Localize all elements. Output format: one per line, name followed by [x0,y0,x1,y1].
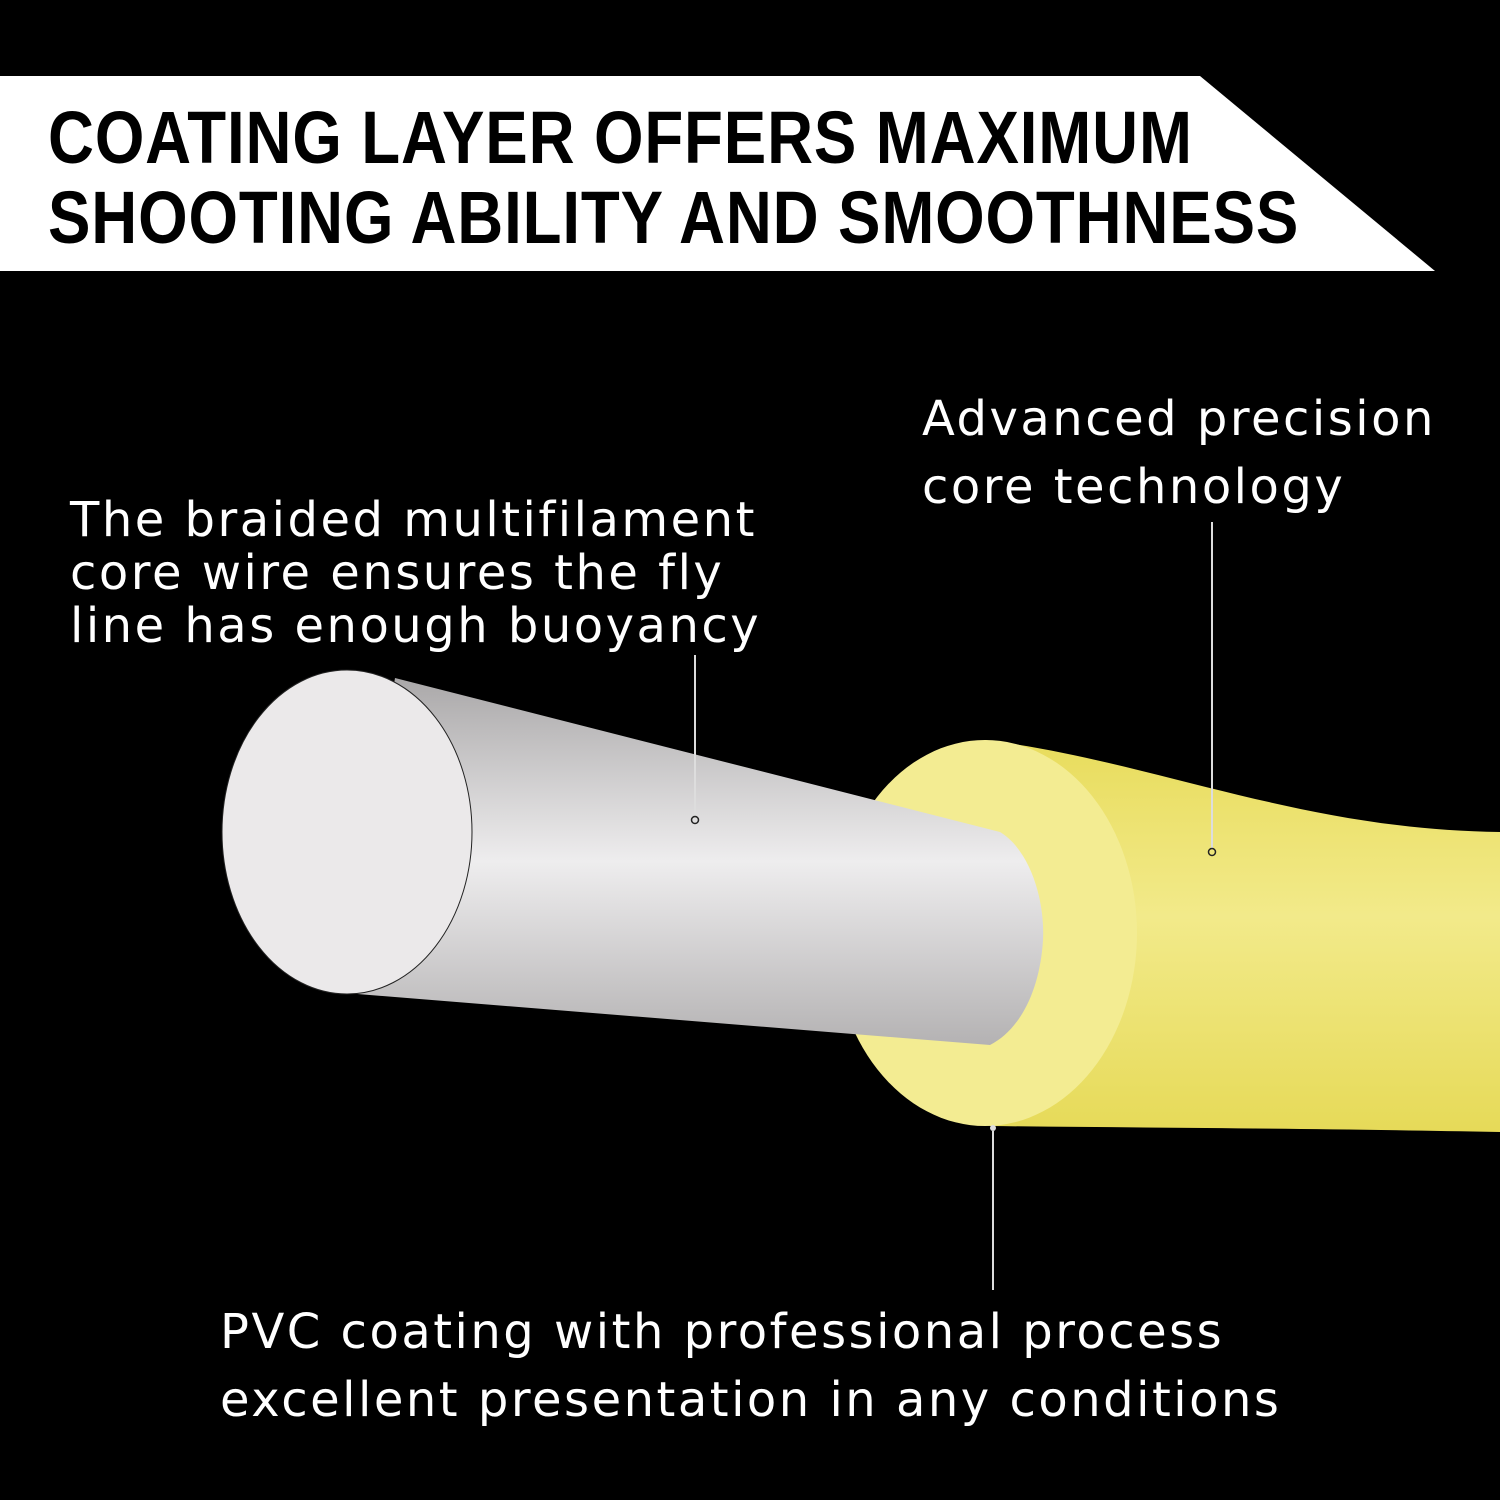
callout-line: The braided multifilament [70,492,757,548]
precision-core-pointer-dot [1207,847,1217,857]
title-banner [0,76,1435,271]
page-title: COATING LAYER OFFERS MAXIMUM SHOOTING AB… [48,98,1299,258]
leader-lines [694,522,1213,1290]
core-wire-pointer-dot [690,815,700,825]
callout-line: PVC coating with professional process [220,1304,1225,1360]
callout-line: core wire ensures the fly [70,545,725,601]
core-wire-body [345,678,1044,1045]
callout-line: line has enough buoyancy [70,598,762,654]
title-line-2: SHOOTING ABILITY AND SMOOTHNESS [48,176,1300,259]
pvc-coating-callout: PVC coating with professional process ex… [220,1298,1281,1434]
callout-line: excellent presentation in any conditions [220,1372,1282,1428]
core-wire-end-face [221,669,473,995]
callout-line: Advanced precision [922,391,1436,447]
title-line-1: COATING LAYER OFFERS MAXIMUM [48,96,1193,179]
pvc-coating-pointer-dot [990,1125,996,1131]
callout-line: core technology [922,459,1346,515]
core-wire-callout: The braided multifilament core wire ensu… [70,494,761,653]
precision-core-callout: Advanced precision core technology [922,385,1436,521]
